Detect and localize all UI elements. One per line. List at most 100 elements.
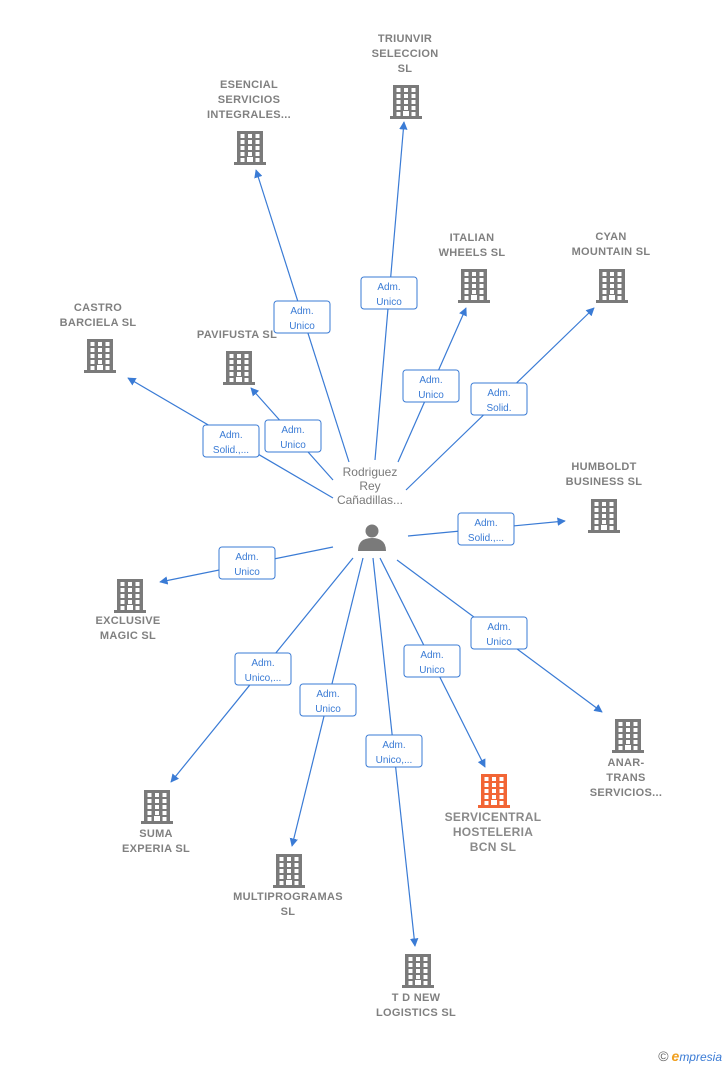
building-icon <box>390 85 422 119</box>
brand-name: mpresia <box>679 1050 722 1064</box>
copyright-symbol: © <box>658 1048 669 1064</box>
role-box-anar[interactable]: Adm.Unico <box>470 616 528 650</box>
company-label: HOSTELERIA <box>453 825 533 839</box>
company-node-esencial[interactable]: ESENCIALSERVICIOSINTEGRALES... <box>207 79 291 165</box>
building-icon <box>141 790 173 824</box>
nodes-layer: TRIUNVIR SELECCION SL ESENCIALSERVICIOSINTE… <box>60 33 662 1019</box>
role-text: Unico <box>418 390 444 401</box>
company-label: INTEGRALES... <box>207 109 291 121</box>
company-label: ITALIAN <box>450 232 495 244</box>
person-node[interactable]: RodriguezReyCañadillas... <box>337 465 403 551</box>
building-icon <box>273 854 305 888</box>
person-label: Rodriguez <box>343 465 398 479</box>
role-box-frame <box>299 683 357 717</box>
role-text: Unico <box>376 297 402 308</box>
company-label: CYAN <box>595 231 626 243</box>
role-box-triunvir[interactable]: Adm. Unico <box>360 276 418 310</box>
role-box-frame <box>264 419 322 453</box>
role-box-frame <box>273 300 331 334</box>
company-label: SERVICIOS... <box>590 787 662 799</box>
company-label: MULTIPROGRAMAS <box>233 891 343 903</box>
company-node-humboldt[interactable]: HUMBOLDT BUSINESS SL <box>566 461 643 533</box>
company-node-italian[interactable]: ITALIAN WHEELS SL <box>439 232 506 303</box>
company-label: HUMBOLDT <box>571 461 636 473</box>
company-node-multiprogramas[interactable]: MULTIPROGRAMAS SL <box>233 854 343 918</box>
company-node-cyan[interactable]: CYAN MOUNTAIN SL <box>572 231 651 303</box>
role-box-exclusive[interactable]: Adm.Unico <box>218 546 276 580</box>
company-label: MOUNTAIN SL <box>572 246 651 258</box>
company-label: MAGIC SL <box>100 630 156 642</box>
company-node-triunvir[interactable]: TRIUNVIR SELECCION SL <box>372 33 439 119</box>
company-label: BARCIELA SL <box>60 317 137 329</box>
company-label: SELECCION <box>372 48 439 60</box>
role-text: Adm. <box>281 425 304 436</box>
role-text: Adm. <box>219 430 242 441</box>
role-text: Adm. <box>419 375 442 386</box>
company-label: EXPERIA SL <box>122 843 190 855</box>
building-icon <box>402 954 434 988</box>
role-text: Adm. <box>487 388 510 399</box>
role-text: Adm. <box>290 306 313 317</box>
role-box-servicentral[interactable]: Adm. Unico <box>403 644 461 678</box>
role-box-pavifusta[interactable]: Adm.Unico <box>264 419 322 453</box>
company-label: SL <box>281 906 296 918</box>
role-text: Adm. <box>487 622 510 633</box>
building-icon <box>612 719 644 753</box>
role-text: Adm. <box>251 658 274 669</box>
company-label: PAVIFUSTA SL <box>197 329 277 341</box>
role-box-frame <box>365 734 423 768</box>
role-text: Adm. <box>420 650 443 661</box>
building-icon <box>84 339 116 373</box>
brand-initial: e <box>671 1048 680 1064</box>
role-box-cyan[interactable]: Adm. Solid. <box>470 382 528 416</box>
role-text: Adm. <box>382 740 405 751</box>
company-label: SERVICENTRAL <box>445 810 542 824</box>
company-node-pavifusta[interactable]: PAVIFUSTA SL <box>197 329 277 385</box>
role-text: Unico <box>419 665 445 676</box>
company-label: WHEELS SL <box>439 247 506 259</box>
company-node-castro[interactable]: CASTRO BARCIELA SL <box>60 302 137 373</box>
empresia-watermark: ©empresia <box>658 1048 722 1064</box>
role-box-frame <box>403 644 461 678</box>
company-label: CASTRO <box>74 302 122 314</box>
role-box-frame <box>402 369 460 403</box>
building-icon <box>223 351 255 385</box>
role-text: Solid. <box>486 403 511 414</box>
role-box-frame <box>360 276 418 310</box>
role-box-esencial[interactable]: Adm. Unico <box>273 300 331 334</box>
company-label: TRANS <box>606 772 645 784</box>
role-text: Adm. <box>316 689 339 700</box>
role-text: Adm. <box>474 518 497 529</box>
role-box-multiprogramas[interactable]: Adm.Unico <box>299 683 357 717</box>
company-label: T D NEW <box>392 992 441 1004</box>
company-node-anar[interactable]: ANAR- TRANS SERVICIOS... <box>590 719 662 799</box>
person-label: Rey <box>359 479 380 493</box>
role-box-tdnew[interactable]: Adm.Unico,... <box>365 734 423 768</box>
building-icon <box>596 269 628 303</box>
person-icon <box>358 524 386 551</box>
role-text: Solid.,... <box>468 533 504 544</box>
role-box-humboldt[interactable]: Adm. Solid.,... <box>457 512 515 546</box>
role-box-castro[interactable]: Adm.Solid.,... <box>202 424 260 458</box>
company-label: BCN SL <box>470 840 516 854</box>
role-text: Adm. <box>235 552 258 563</box>
role-box-italian[interactable]: Adm. Unico <box>402 369 460 403</box>
company-label: LOGISTICS SL <box>376 1007 456 1019</box>
company-label: ANAR- <box>608 757 645 769</box>
role-box-frame <box>202 424 260 458</box>
company-label: TRIUNVIR <box>378 33 432 45</box>
role-text: Unico <box>289 321 315 332</box>
company-node-tdnew[interactable]: T D NEW LOGISTICS SL <box>376 954 456 1019</box>
role-box-suma[interactable]: Adm.Unico,... <box>234 652 292 686</box>
role-text: Adm. <box>377 282 400 293</box>
company-label: BUSINESS SL <box>566 476 643 488</box>
building-icon <box>234 131 266 165</box>
company-label: SL <box>398 63 413 75</box>
building-icon <box>478 774 510 808</box>
building-icon <box>114 579 146 613</box>
